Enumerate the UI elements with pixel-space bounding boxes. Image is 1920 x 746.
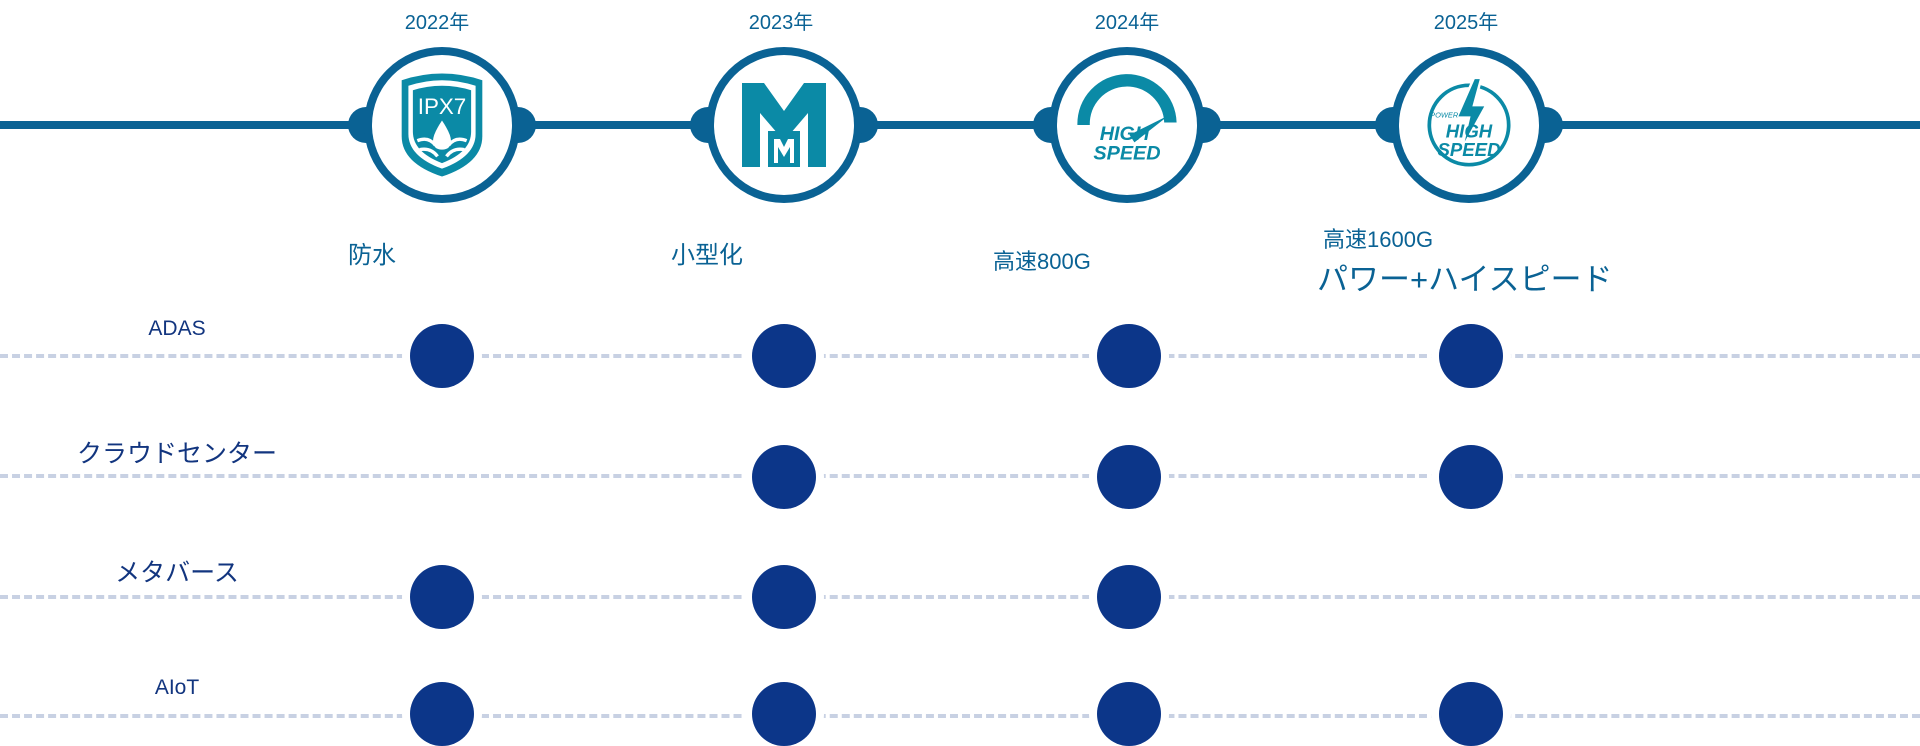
ipx7-text: IPX7 [418, 94, 467, 119]
speed-text: SPEED [1093, 143, 1160, 165]
row-divider-metaverse [0, 595, 1920, 599]
row-label-aiot: AIoT [154, 676, 200, 699]
power-text: POWER [1430, 111, 1459, 120]
miniaturization-icon [714, 55, 854, 195]
aiot-dot-2022 [410, 682, 474, 746]
cloud-center-dot-2023 [752, 445, 816, 509]
aiot-dot-2025 [1439, 682, 1503, 746]
feature-speed-1600g: 高速1600G [1323, 227, 1434, 252]
metaverse-dot-2024 [1097, 565, 1161, 629]
high-text: HIGH [1100, 123, 1150, 145]
aiot-dot-2023 [752, 682, 816, 746]
adas-dot-2024 [1097, 324, 1161, 388]
timeline-axis [0, 121, 1920, 129]
year-label-2022: 2022年 [404, 12, 470, 34]
milestone-2023 [690, 47, 878, 203]
feature-power-high-speed: パワー+ハイスピード [1317, 262, 1613, 297]
year-label-2024: 2024年 [1094, 12, 1160, 34]
power-high-speed-icon: POWER HIGH SPEED [1399, 55, 1539, 195]
feature-waterproof: 防水 [348, 242, 396, 269]
high-text: HIGH [1446, 120, 1493, 141]
ipx7-icon: IPX7 [372, 55, 512, 195]
row-divider-cloud-center [0, 474, 1920, 478]
row-label-metaverse: メタバース [115, 559, 239, 587]
metaverse-dot-2023 [752, 565, 816, 629]
adas-dot-2022 [410, 324, 474, 388]
feature-speed-800g: 高速800G [993, 249, 1091, 274]
year-label-2025: 2025年 [1433, 12, 1499, 34]
metaverse-dot-2022 [410, 565, 474, 629]
feature-miniaturization: 小型化 [671, 242, 743, 269]
row-label-cloud-center: クラウドセンター [76, 440, 277, 468]
cloud-center-dot-2024 [1097, 445, 1161, 509]
milestone-2022: IPX7 [348, 47, 536, 203]
high-speed-icon: HIGH SPEED [1057, 55, 1197, 195]
adas-dot-2023 [752, 324, 816, 388]
cloud-center-dot-2025 [1439, 445, 1503, 509]
row-divider-adas [0, 354, 1920, 358]
aiot-dot-2024 [1097, 682, 1161, 746]
year-label-2023: 2023年 [748, 12, 814, 34]
speed-text: SPEED [1437, 139, 1500, 160]
row-label-adas: ADAS [148, 317, 206, 340]
milestone-2024: HIGH SPEED [1033, 47, 1221, 203]
adas-dot-2025 [1439, 324, 1503, 388]
row-divider-aiot [0, 714, 1920, 718]
milestone-2025: POWER HIGH SPEED [1375, 47, 1563, 203]
